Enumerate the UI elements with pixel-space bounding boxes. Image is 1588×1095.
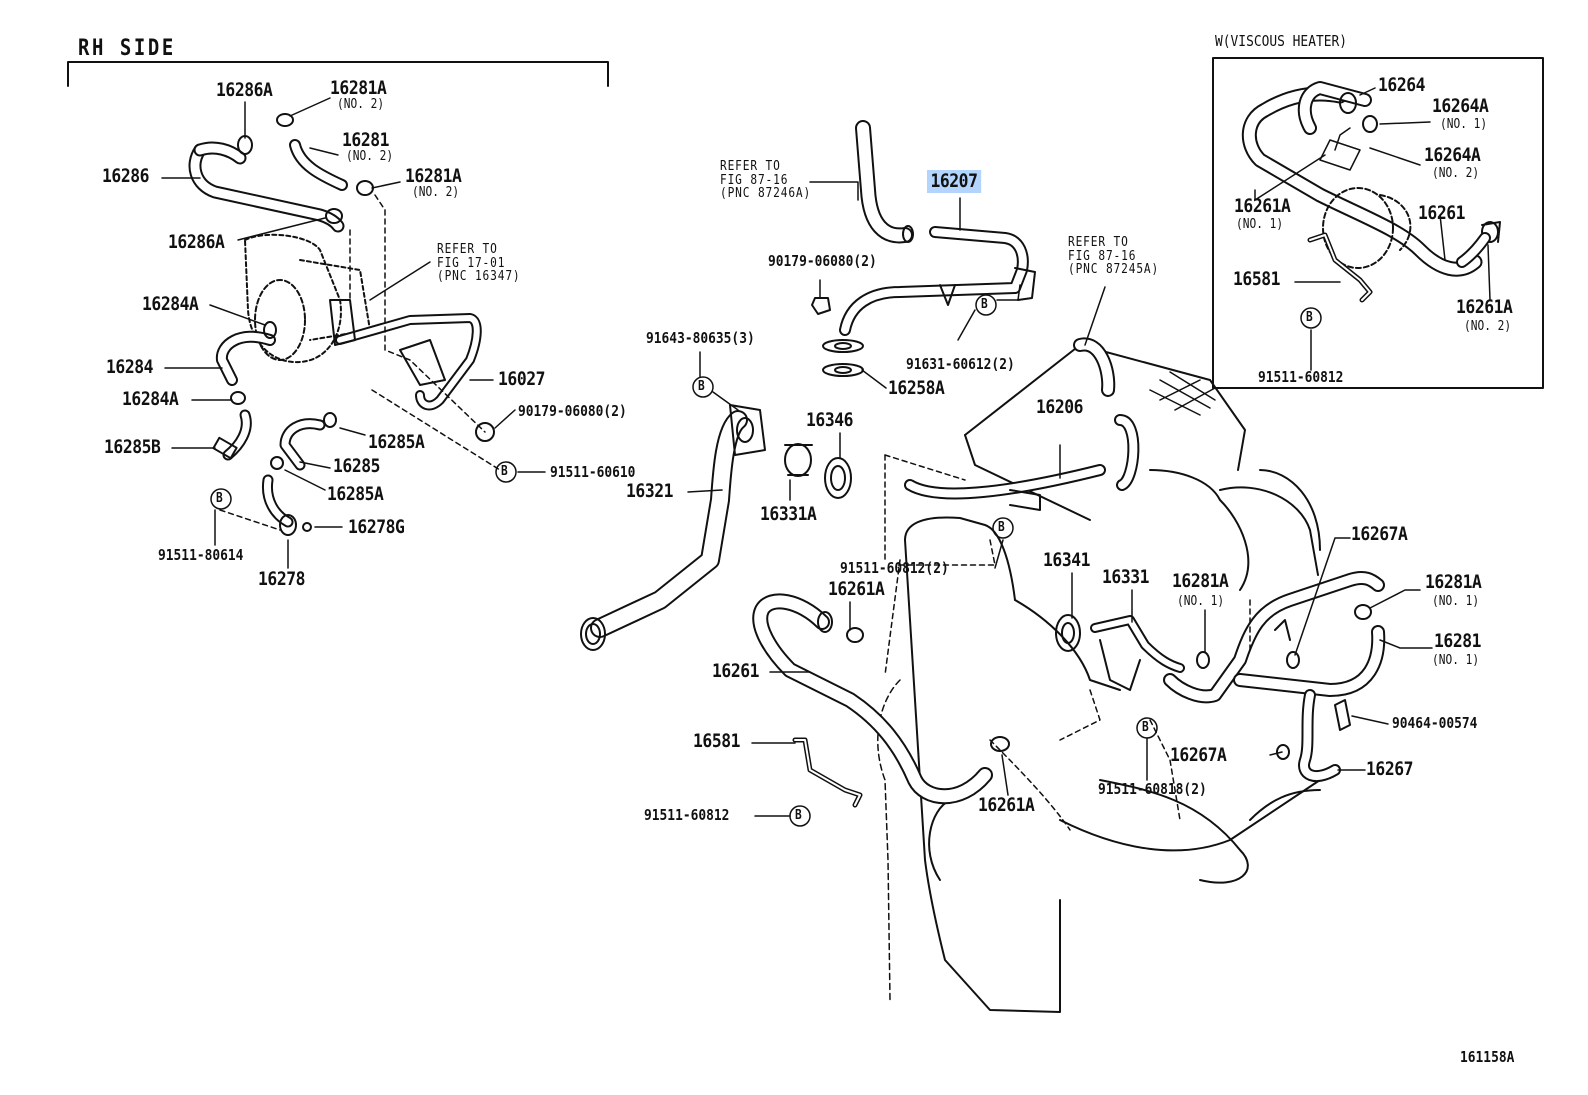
- b-callout-circles: [210, 294, 1322, 827]
- part-label[interactable]: 91511-80614: [158, 546, 244, 564]
- part-note: (NO. 2): [337, 97, 385, 112]
- callout-b: B: [1142, 720, 1149, 735]
- part-note: (NO. 1): [1236, 217, 1284, 232]
- part-label[interactable]: 16281A: [1425, 571, 1482, 593]
- part-label[interactable]: 16261: [1418, 202, 1466, 224]
- part-label[interactable]: 16261: [712, 660, 760, 682]
- part-label[interactable]: 91511-60812: [1258, 368, 1344, 386]
- viscous-heater-title: W(VISCOUS HEATER): [1215, 32, 1348, 50]
- callout-b: B: [795, 808, 802, 823]
- part-note: (NO. 1): [1440, 117, 1488, 132]
- part-label[interactable]: 16284: [106, 356, 154, 378]
- part-label[interactable]: 16581: [1233, 268, 1281, 290]
- part-label[interactable]: 90179-06080(2): [768, 252, 877, 270]
- callout-b: B: [698, 379, 705, 394]
- rh-side-bracket: [67, 61, 609, 87]
- part-label[interactable]: 16281A: [405, 165, 462, 187]
- part-note: (NO. 2): [1464, 319, 1512, 334]
- viscous-heater-assembly: [1241, 81, 1501, 371]
- refer-note-line: (PNC 87245A): [1068, 262, 1160, 278]
- part-label[interactable]: 16286: [102, 165, 150, 187]
- part-label[interactable]: 16285: [333, 455, 381, 477]
- part-label[interactable]: 90179-06080(2): [518, 402, 627, 420]
- refer-note-line: REFER TO: [720, 159, 781, 174]
- part-label[interactable]: 16285A: [368, 431, 425, 453]
- part-label[interactable]: 16206: [1036, 396, 1084, 418]
- part-label[interactable]: 90464-00574: [1392, 714, 1478, 732]
- part-label[interactable]: 16346: [806, 409, 854, 431]
- part-note: (NO. 1): [1177, 594, 1225, 609]
- refer-note-87245a: REFER TO FIG 87-16 (PNC 87245A): [1068, 236, 1159, 277]
- part-label[interactable]: 16284A: [142, 293, 199, 315]
- figure-number: 161158A: [1460, 1048, 1515, 1066]
- part-note: (NO. 2): [1432, 166, 1480, 181]
- viscous-heater-box: [1212, 57, 1544, 389]
- part-label[interactable]: 16281A: [1172, 570, 1229, 592]
- part-label[interactable]: 16267: [1366, 758, 1414, 780]
- part-label[interactable]: 91511-60818(2): [1098, 780, 1207, 798]
- part-label[interactable]: 16331: [1102, 566, 1150, 588]
- part-label[interactable]: 16341: [1043, 549, 1091, 571]
- callout-b: B: [1306, 310, 1313, 325]
- part-label[interactable]: 16261A: [978, 794, 1035, 816]
- part-note: (NO. 1): [1432, 653, 1480, 668]
- part-label[interactable]: 16284A: [122, 388, 179, 410]
- part-label[interactable]: 16267A: [1351, 523, 1408, 545]
- refer-note-line: FIG 87-16: [720, 172, 789, 188]
- part-label[interactable]: 16261A: [828, 578, 885, 600]
- callout-b: B: [998, 520, 1005, 535]
- part-label[interactable]: 16264: [1378, 74, 1426, 96]
- part-label[interactable]: 16281: [342, 129, 390, 151]
- part-label[interactable]: 16581: [693, 730, 741, 752]
- rh-side-title: RH SIDE: [78, 36, 176, 61]
- part-label[interactable]: 16264A: [1432, 95, 1489, 117]
- refer-note-line: (PNC 87246A): [720, 186, 812, 202]
- refer-note-line: FIG 87-16: [1068, 248, 1137, 264]
- refer-note-line: REFER TO: [437, 242, 498, 257]
- part-label[interactable]: 91511-60610: [550, 463, 636, 481]
- part-label[interactable]: 91643-80635(3): [646, 329, 755, 347]
- part-label[interactable]: 16278: [258, 568, 306, 590]
- callout-b: B: [216, 491, 223, 506]
- part-label[interactable]: 16258A: [888, 377, 945, 399]
- part-note: (NO. 2): [346, 149, 394, 164]
- part-label[interactable]: 16261A: [1456, 296, 1513, 318]
- center-assembly: [580, 120, 1433, 1013]
- part-label[interactable]: 91511-60812(2): [840, 559, 949, 577]
- part-label[interactable]: 91631-60612(2): [906, 355, 1015, 373]
- refer-note-16347: REFER TO FIG 17-01 (PNC 16347): [437, 243, 521, 284]
- part-label[interactable]: 16027: [498, 368, 546, 390]
- callout-b: B: [501, 464, 508, 479]
- refer-note-line: FIG 17-01: [437, 255, 506, 271]
- part-label[interactable]: 16281: [1434, 630, 1482, 652]
- part-label[interactable]: 16285A: [327, 483, 384, 505]
- refer-note-87246a: REFER TO FIG 87-16 (PNC 87246A): [720, 160, 811, 201]
- part-note: (NO. 1): [1432, 594, 1480, 609]
- refer-note-line: REFER TO: [1068, 235, 1129, 250]
- part-label[interactable]: 16285B: [104, 436, 161, 458]
- part-note: (NO. 2): [412, 185, 460, 200]
- callout-b: B: [981, 297, 988, 312]
- part-label[interactable]: 16261A: [1234, 195, 1291, 217]
- part-label[interactable]: 16264A: [1424, 144, 1481, 166]
- part-label[interactable]: 16267A: [1170, 744, 1227, 766]
- rh-side-hoses: [161, 97, 546, 569]
- part-label[interactable]: 16278G: [348, 516, 405, 538]
- part-label-highlighted[interactable]: 16207: [927, 170, 981, 193]
- part-label[interactable]: 16321: [626, 480, 674, 502]
- refer-note-line: (PNC 16347): [437, 269, 521, 285]
- part-label[interactable]: 16286A: [216, 79, 273, 101]
- part-label[interactable]: 91511-60812: [644, 806, 730, 824]
- part-label[interactable]: 16286A: [168, 231, 225, 253]
- part-label[interactable]: 16331A: [760, 503, 817, 525]
- part-label[interactable]: 16281A: [330, 77, 387, 99]
